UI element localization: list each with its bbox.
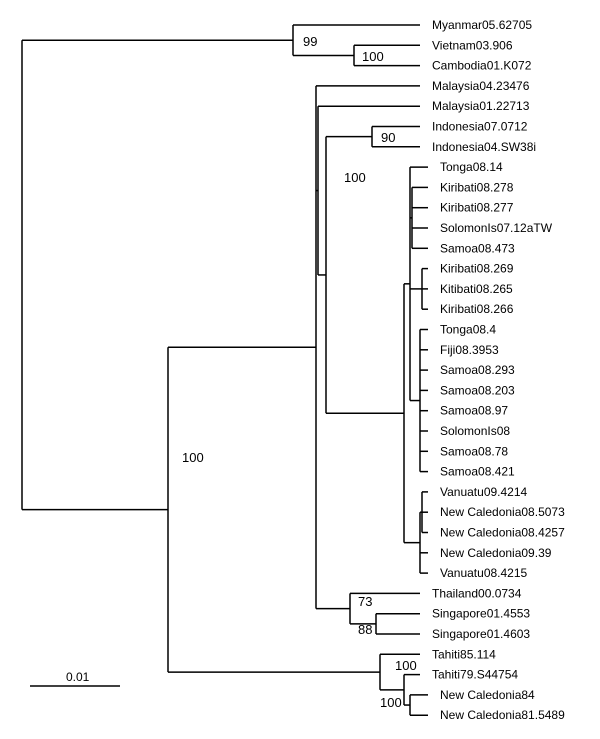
taxon-label: New Caledonia08.5073 bbox=[440, 505, 565, 519]
support-value: 99 bbox=[303, 34, 317, 49]
taxon-label: Kiribati08.278 bbox=[440, 180, 514, 194]
taxon-label: Indonesia04.SW38i bbox=[432, 140, 536, 154]
scale-bar: 0.01 bbox=[30, 670, 120, 687]
taxon-label: Myanmar05.62705 bbox=[432, 18, 532, 32]
taxon-label: New Caledonia81.5489 bbox=[440, 708, 565, 722]
taxon-label: Fiji08.3953 bbox=[440, 343, 499, 357]
support-value: 100 bbox=[344, 170, 366, 185]
taxon-label: Samoa08.97 bbox=[440, 404, 508, 418]
support-value: 73 bbox=[358, 594, 372, 609]
taxon-label: New Caledonia84 bbox=[440, 688, 535, 702]
support-value: 100 bbox=[182, 450, 204, 465]
taxon-label: Samoa08.473 bbox=[440, 241, 515, 255]
support-value: 100 bbox=[362, 49, 384, 64]
taxon-label: Vanuatu08.4215 bbox=[440, 566, 528, 580]
support-value: 88 bbox=[358, 622, 372, 637]
taxon-label: Tahiti85.114 bbox=[432, 647, 496, 661]
taxon-label: Samoa08.78 bbox=[440, 444, 508, 458]
scale-bar-label: 0.01 bbox=[66, 670, 90, 684]
taxon-label: Samoa08.203 bbox=[440, 383, 515, 397]
tree-branches bbox=[21, 24, 428, 716]
taxon-label: Samoa08.421 bbox=[440, 465, 515, 479]
taxon-label: Kiribati08.269 bbox=[440, 262, 514, 276]
taxon-label: SolomonIs07.12aTW bbox=[440, 221, 553, 235]
taxon-label: Malaysia01.22713 bbox=[432, 99, 530, 113]
taxon-label: SolomonIs08 bbox=[440, 424, 510, 438]
taxon-label: Kitibati08.265 bbox=[440, 282, 513, 296]
taxon-label: Tonga08.4 bbox=[440, 323, 496, 337]
support-values: 99 100 100 90 100 73 88 100 100 bbox=[182, 34, 417, 710]
taxon-label: Singapore01.4553 bbox=[432, 607, 530, 621]
taxon-label: Thailand00.0734 bbox=[432, 586, 522, 600]
taxon-label: New Caledonia09.39 bbox=[440, 546, 552, 560]
taxon-label: Kiribati08.266 bbox=[440, 302, 514, 316]
taxon-label: Tonga08.14 bbox=[440, 160, 503, 174]
taxon-labels: Myanmar05.62705Vietnam03.906Cambodia01.K… bbox=[432, 18, 565, 722]
taxon-label: Singapore01.4603 bbox=[432, 627, 530, 641]
taxon-label: Cambodia01.K072 bbox=[432, 59, 532, 73]
taxon-label: New Caledonia08.4257 bbox=[440, 526, 565, 540]
taxon-label: Vietnam03.906 bbox=[432, 38, 513, 52]
taxon-label: Kiribati08.277 bbox=[440, 201, 514, 215]
taxon-label: Indonesia07.0712 bbox=[432, 120, 528, 134]
taxon-label: Malaysia04.23476 bbox=[432, 79, 530, 93]
support-value: 100 bbox=[380, 695, 402, 710]
support-value: 100 bbox=[395, 658, 417, 673]
support-value: 90 bbox=[381, 130, 395, 145]
taxon-label: Tahiti79.S44754 bbox=[432, 668, 518, 682]
taxon-label: Samoa08.293 bbox=[440, 363, 515, 377]
taxon-label: Vanuatu09.4214 bbox=[440, 485, 528, 499]
